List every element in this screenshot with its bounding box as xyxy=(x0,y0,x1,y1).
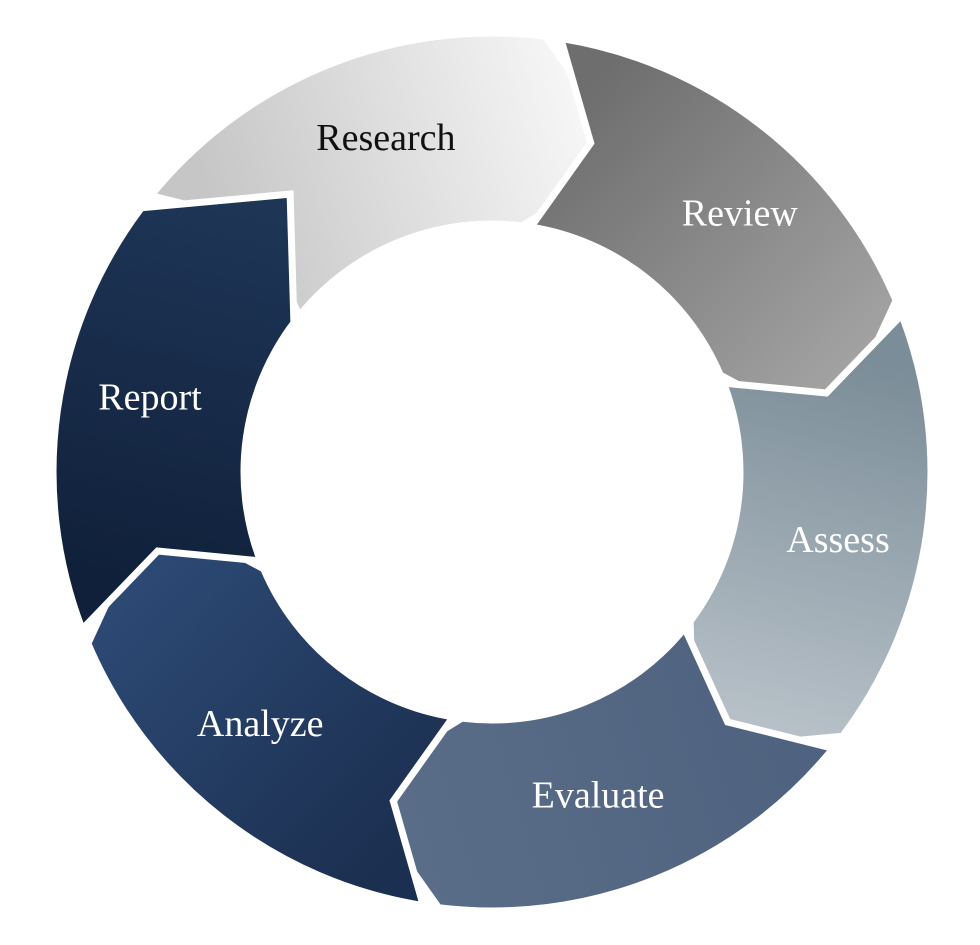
label-evaluate: Evaluate xyxy=(532,774,665,816)
segment-assess xyxy=(686,308,935,754)
label-review: Review xyxy=(682,192,799,234)
segment-report xyxy=(49,190,298,636)
cycle-segments xyxy=(49,29,935,915)
segment-analyze xyxy=(84,503,460,910)
label-analyze: Analyze xyxy=(197,703,324,745)
segment-review xyxy=(524,34,900,441)
segment-evaluate xyxy=(347,621,840,915)
label-research: Research xyxy=(316,117,455,159)
label-report: Report xyxy=(98,376,202,418)
label-assess: Assess xyxy=(786,519,889,561)
